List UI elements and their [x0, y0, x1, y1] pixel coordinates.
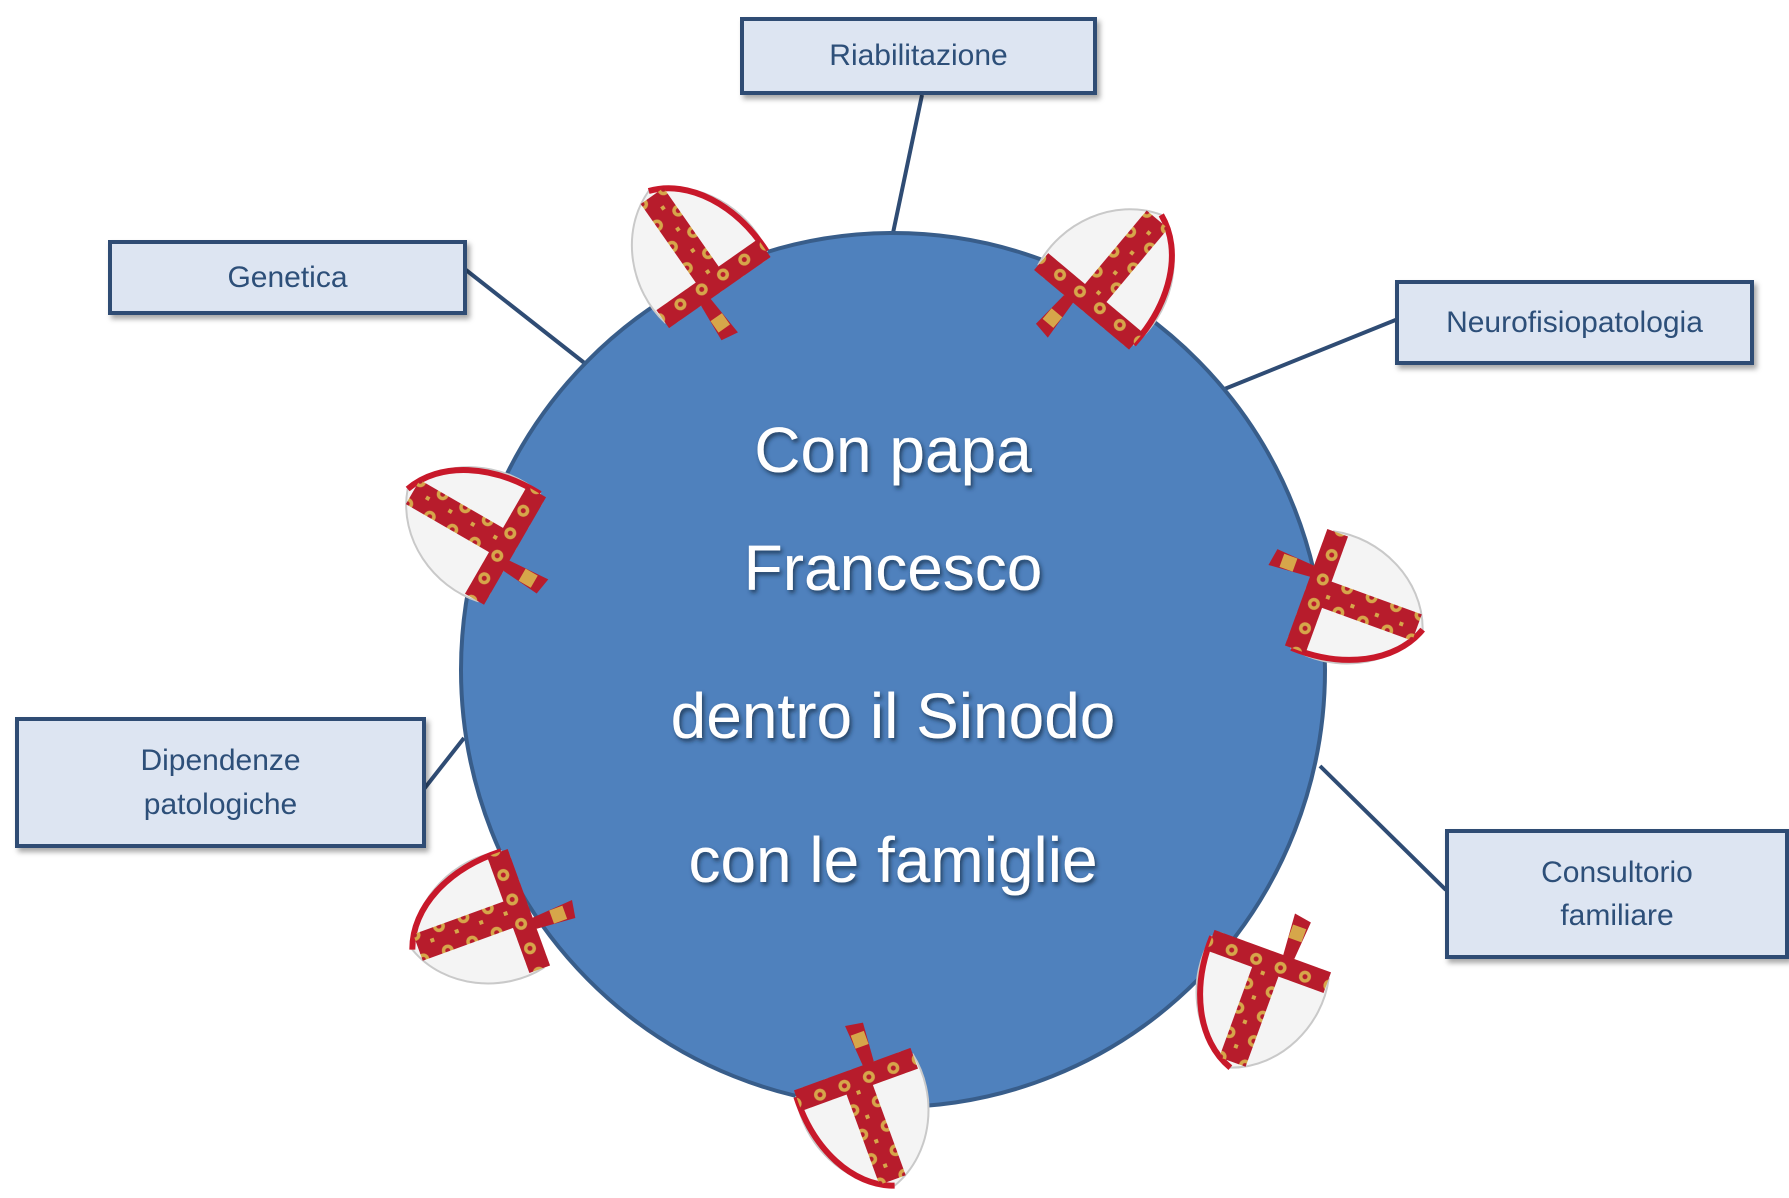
connector-dipendenze — [422, 736, 466, 791]
connector-riabilitazione — [891, 94, 924, 234]
box-dipendenze-patologiche: Dipendenze patologiche — [15, 717, 426, 848]
box-consultorio-label-line-1: Consultorio — [1541, 855, 1693, 889]
connector-consultorio — [1318, 764, 1448, 892]
center-title-line-4: con le famiglie — [688, 824, 1097, 896]
connector-genetica — [464, 268, 589, 367]
box-dipendenze-label-line-2: patologiche — [143, 787, 298, 821]
box-riabilitazione: Riabilitazione — [740, 17, 1097, 95]
center-title-line-1: Con papa — [754, 414, 1032, 486]
center-title-line-3: dentro il Sinodo — [671, 680, 1116, 752]
connector-neurofisiopatologia — [1221, 317, 1399, 392]
box-genetica-label: Genetica — [227, 260, 348, 294]
box-consultorio-familiare: Consultorio familiare — [1445, 829, 1789, 959]
box-neurofisiopatologia: Neurofisiopatologia — [1395, 280, 1754, 365]
box-consultorio-label-line-2: familiare — [1560, 899, 1674, 932]
center-title-line-2: Francesco — [744, 532, 1043, 604]
box-genetica: Genetica — [108, 240, 467, 315]
box-dipendenze-label-line-1: Dipendenze — [140, 744, 301, 777]
box-riabilitazione-label: Riabilitazione — [829, 39, 1008, 73]
box-neurofisiopatologia-label: Neurofisiopatologia — [1446, 305, 1703, 339]
center-circle — [459, 231, 1327, 1109]
